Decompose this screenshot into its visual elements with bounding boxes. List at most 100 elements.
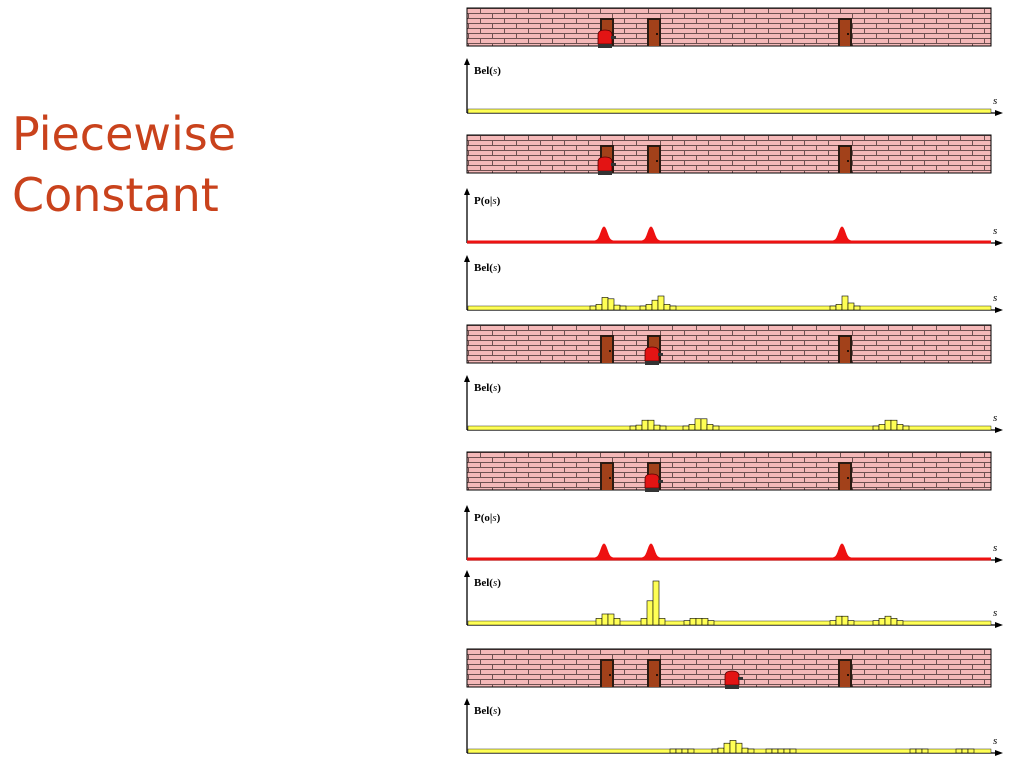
x-axis-arrow (995, 427, 1003, 433)
robot-sensor (611, 36, 616, 39)
slide-title-line-2: Constant (12, 168, 219, 222)
brick-wall (466, 7, 992, 47)
belief-bar (884, 615, 892, 626)
belief-bar (613, 618, 621, 626)
belief-bar (595, 618, 603, 626)
belief-bar (841, 295, 849, 311)
belief-bar (653, 424, 661, 431)
robot-wheels (645, 361, 659, 365)
belief-bar (694, 418, 702, 431)
belief-bar (955, 748, 963, 754)
door-2 (647, 659, 661, 687)
door-panel (649, 661, 659, 687)
observation-panel: P(o|s) s (464, 188, 1003, 246)
belief-bar (841, 615, 849, 626)
door-knob (656, 33, 658, 35)
belief-bar (789, 748, 797, 754)
belief-bar (747, 748, 755, 754)
door-panel (840, 20, 850, 46)
belief-bar (669, 748, 677, 754)
x-axis-arrow (995, 622, 1003, 628)
belief-bar (777, 748, 785, 754)
belief-bar (829, 620, 837, 626)
x-axis-label: s (993, 607, 997, 619)
x-axis-arrow (995, 557, 1003, 563)
y-axis-arrow (464, 505, 470, 512)
belief-bar (717, 747, 725, 754)
slide-title: Piecewise Constant (12, 104, 236, 226)
door-knob (847, 350, 849, 352)
belief-bar (646, 600, 654, 626)
observation-baseline (467, 558, 991, 561)
belief-bar (663, 304, 671, 311)
belief-bar (890, 419, 898, 431)
robot-wheels (645, 488, 659, 492)
label-prefix: Bel( (474, 262, 493, 274)
door-3 (838, 335, 852, 363)
door-knob (609, 674, 611, 676)
belief-bar (589, 305, 597, 311)
belief-bar (657, 295, 665, 311)
door-3 (838, 18, 852, 46)
belief-bar (909, 748, 917, 754)
belief-bar (712, 425, 720, 431)
robot-body (597, 29, 613, 45)
belief-bar (915, 748, 923, 754)
belief-bar (641, 419, 649, 431)
robot-sensor (658, 480, 663, 483)
robot-wheels (725, 685, 739, 689)
belief-baseline (467, 425, 992, 431)
brick-wall (466, 134, 992, 174)
door-panel (602, 337, 612, 363)
label-suffix: ) (497, 512, 501, 524)
y-axis-arrow (464, 188, 470, 195)
belief-bar (835, 615, 843, 626)
wall-panel (466, 7, 992, 48)
robot (724, 670, 743, 689)
label-variable: s (493, 382, 497, 394)
label-suffix: ) (497, 195, 501, 207)
door-3 (838, 659, 852, 687)
belief-bar (853, 305, 861, 311)
belief-bar (681, 748, 689, 754)
y-axis-arrow (464, 255, 470, 262)
belief-bar (729, 740, 737, 754)
label-variable: s (493, 577, 497, 589)
label-suffix: ) (497, 382, 501, 394)
belief-bar (967, 748, 975, 754)
label-prefix: Bel( (474, 382, 493, 394)
robot-wheels (598, 44, 612, 48)
door-panel (840, 661, 850, 687)
belief-panel: Bel(s)s (464, 255, 1003, 313)
belief-bar (607, 613, 615, 626)
x-axis-arrow (995, 750, 1003, 756)
robot-body (724, 670, 740, 686)
belief-bar (639, 305, 647, 311)
label-variable: s (493, 705, 497, 717)
belief-bar (595, 304, 603, 311)
belief-bar (647, 419, 655, 431)
x-axis-label: s (993, 225, 997, 237)
belief-bar (613, 304, 621, 311)
belief-bar (607, 298, 615, 311)
plot-label: P(o|s) (474, 195, 501, 207)
belief-bar (695, 618, 703, 626)
belief-baseline (467, 620, 992, 626)
belief-bar (683, 620, 691, 626)
plot-label: Bel(s) (474, 262, 501, 274)
belief-bar (961, 748, 969, 754)
belief-bar (689, 618, 697, 626)
y-axis-arrow (464, 698, 470, 705)
wall-panel (466, 451, 992, 492)
door-knob (656, 160, 658, 162)
door-3 (838, 145, 852, 173)
belief-bar (829, 305, 837, 311)
belief-bar (847, 302, 855, 311)
belief-bar (890, 618, 898, 626)
door-panel (649, 147, 659, 173)
plot-label: Bel(s) (474, 65, 501, 77)
x-axis-label: s (993, 735, 997, 747)
label-suffix: ) (497, 65, 501, 77)
belief-bar (872, 425, 880, 431)
